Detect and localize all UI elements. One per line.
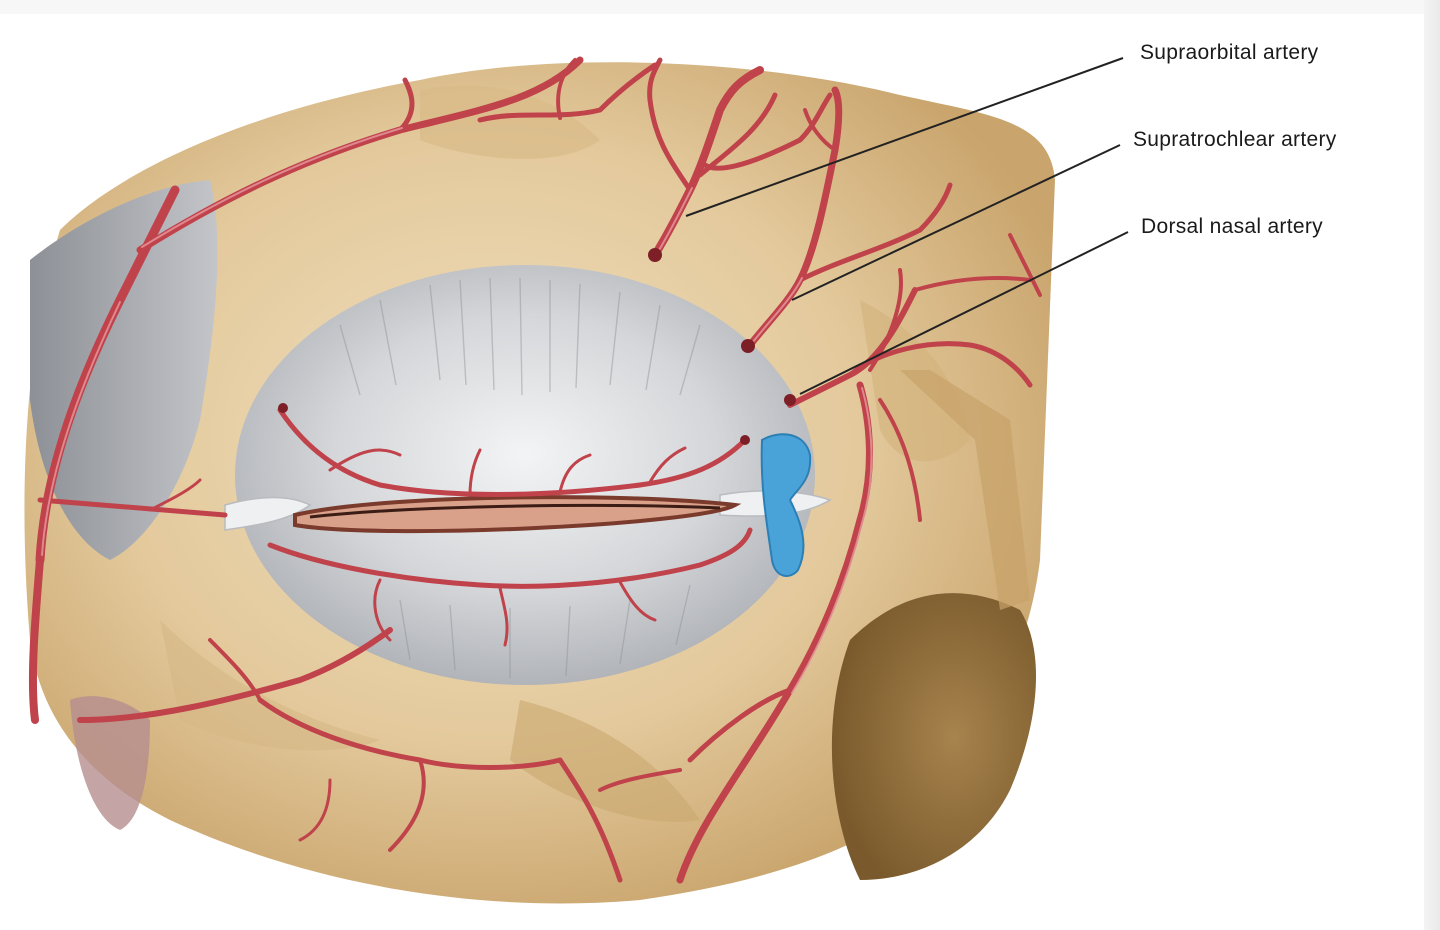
- label-supraorbital-artery: Supraorbital artery: [1140, 41, 1319, 64]
- superficial-temporal-artery: [35, 185, 180, 565]
- label-dorsal-nasal-artery: Dorsal nasal artery: [1141, 215, 1323, 238]
- nasal-cavity: [831, 593, 1037, 880]
- right-border: [1424, 0, 1440, 930]
- superior-palpebral-arcade: [277, 407, 748, 497]
- lateral-palpebral-ligament: [224, 496, 312, 531]
- temporalis-muscle: [30, 180, 218, 560]
- lacrimal-sac: [760, 433, 812, 577]
- infraorbital-branch: [77, 627, 393, 723]
- inferior-palpebral-arcade: [267, 527, 753, 589]
- dorsal-nasal-leader: [799, 231, 1129, 395]
- label-supratrochlear-artery: Supratrochlear artery: [1133, 128, 1337, 151]
- leader-lines: [685, 57, 1129, 395]
- top-border: [0, 0, 1440, 14]
- orbital-septum: [235, 265, 815, 685]
- angular-artery: [676, 381, 873, 884]
- supraorbital-leader: [685, 57, 1124, 217]
- supratrochlear-leader: [791, 144, 1121, 301]
